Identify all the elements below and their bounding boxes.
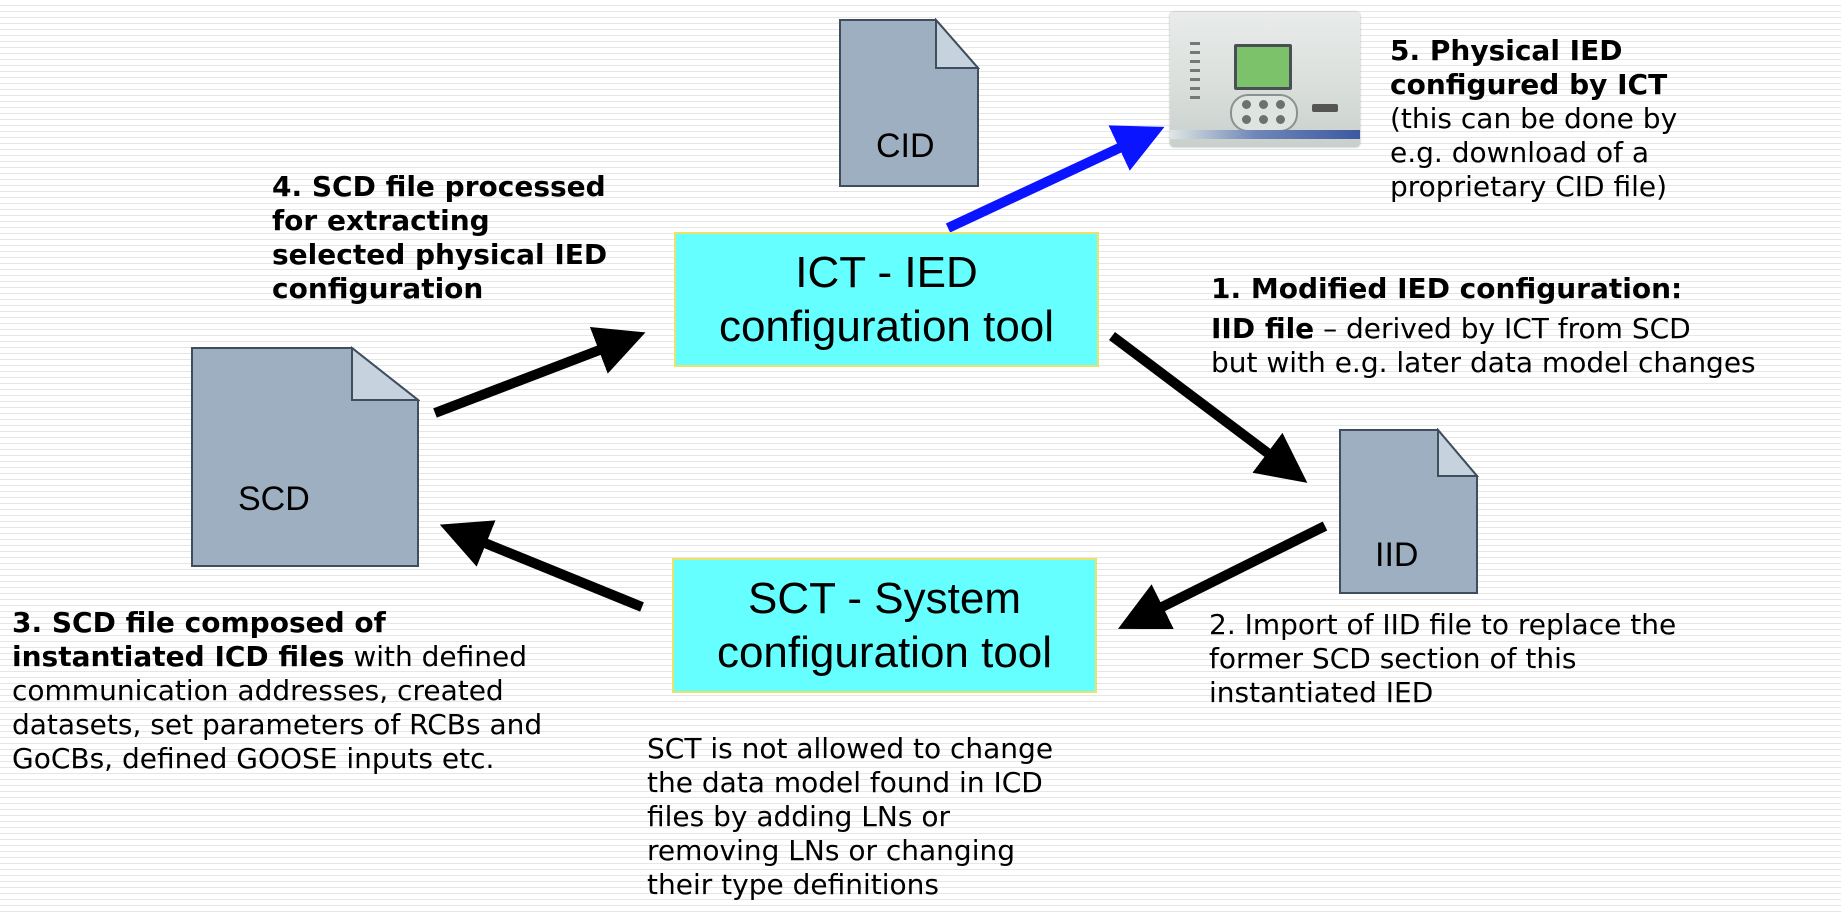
step5-note: 5. Physical IED configured by ICT (this … xyxy=(1390,34,1810,204)
arrow-ict-to-iid xyxy=(1108,332,1308,483)
cid-document-icon xyxy=(839,18,981,187)
step1-title: 1. Modified IED configuration: xyxy=(1211,272,1683,305)
step1-note: 1. Modified IED configuration: IID file … xyxy=(1211,272,1836,380)
iid-document-icon xyxy=(1339,428,1480,594)
step5-line3: (this can be done by xyxy=(1390,102,1678,135)
step5-line5: proprietary CID file) xyxy=(1390,170,1668,203)
sct-tool-box: SCT - System configuration tool xyxy=(672,558,1097,693)
scd-document-icon xyxy=(191,346,420,567)
scd-label: SCD xyxy=(238,480,310,518)
sct-note-line5: their type definitions xyxy=(647,868,939,901)
iid-label: IID xyxy=(1375,536,1419,574)
sct-note-line2: the data model found in ICD xyxy=(647,766,1043,799)
sct-restriction-note: SCT is not allowed to change the data mo… xyxy=(647,732,1147,902)
step1-line2: but with e.g. later data model changes xyxy=(1211,346,1756,379)
sct-tool-subtitle: configuration tool xyxy=(716,627,1053,677)
arrow-ict-to-device xyxy=(945,125,1165,233)
arrow-scd-to-ict xyxy=(433,326,646,418)
step4-line3: selected physical IED xyxy=(272,238,608,271)
step2-line2: former SCD section of this xyxy=(1209,642,1577,675)
step3-note: 3. SCD file composed of instantiated ICD… xyxy=(12,606,652,776)
sct-tool-title: SCT - System xyxy=(747,573,1021,623)
step2-note: 2. Import of IID file to replace the for… xyxy=(1209,608,1769,710)
step3-line5: GoCBs, defined GOOSE inputs etc. xyxy=(12,742,495,775)
step4-line2: for extracting xyxy=(272,204,490,237)
step2-line3: instantiated IED xyxy=(1209,676,1434,709)
step3-line2-rest: with defined xyxy=(344,640,528,673)
ict-tool-box: ICT - IED configuration tool xyxy=(674,232,1099,367)
sct-note-line4: removing LNs or changing xyxy=(647,834,1015,867)
step5-title-line1: 5. Physical IED xyxy=(1390,34,1623,67)
step3-title-line2: instantiated ICD files xyxy=(12,640,345,673)
step1-line1-rest: – derived by ICT from SCD xyxy=(1314,312,1691,345)
arrow-sct-to-scd xyxy=(439,520,644,612)
step3-line3: communication addresses, created xyxy=(12,674,504,707)
step4-note: 4. SCD file processed for extracting sel… xyxy=(272,170,672,306)
step4-line4: configuration xyxy=(272,272,484,305)
step5-title-line2: configured by ICT xyxy=(1390,68,1668,101)
step5-line4: e.g. download of a xyxy=(1390,136,1650,169)
ict-tool-subtitle: configuration tool xyxy=(718,301,1055,351)
step2-line1: 2. Import of IID file to replace the xyxy=(1209,608,1677,641)
cid-label: CID xyxy=(876,127,935,165)
physical-ied-device-image xyxy=(1170,12,1360,147)
arrow-iid-to-sct xyxy=(1117,521,1328,630)
sct-note-line1: SCT is not allowed to change xyxy=(647,732,1054,765)
ict-tool-title: ICT - IED xyxy=(795,247,978,297)
step1-iid-file-label: IID file xyxy=(1211,312,1315,345)
sct-note-line3: files by adding LNs or xyxy=(647,800,950,833)
step4-line1: 4. SCD file processed xyxy=(272,170,606,203)
step3-title-line1: 3. SCD file composed of xyxy=(12,606,386,639)
step3-line4: datasets, set parameters of RCBs and xyxy=(12,708,543,741)
